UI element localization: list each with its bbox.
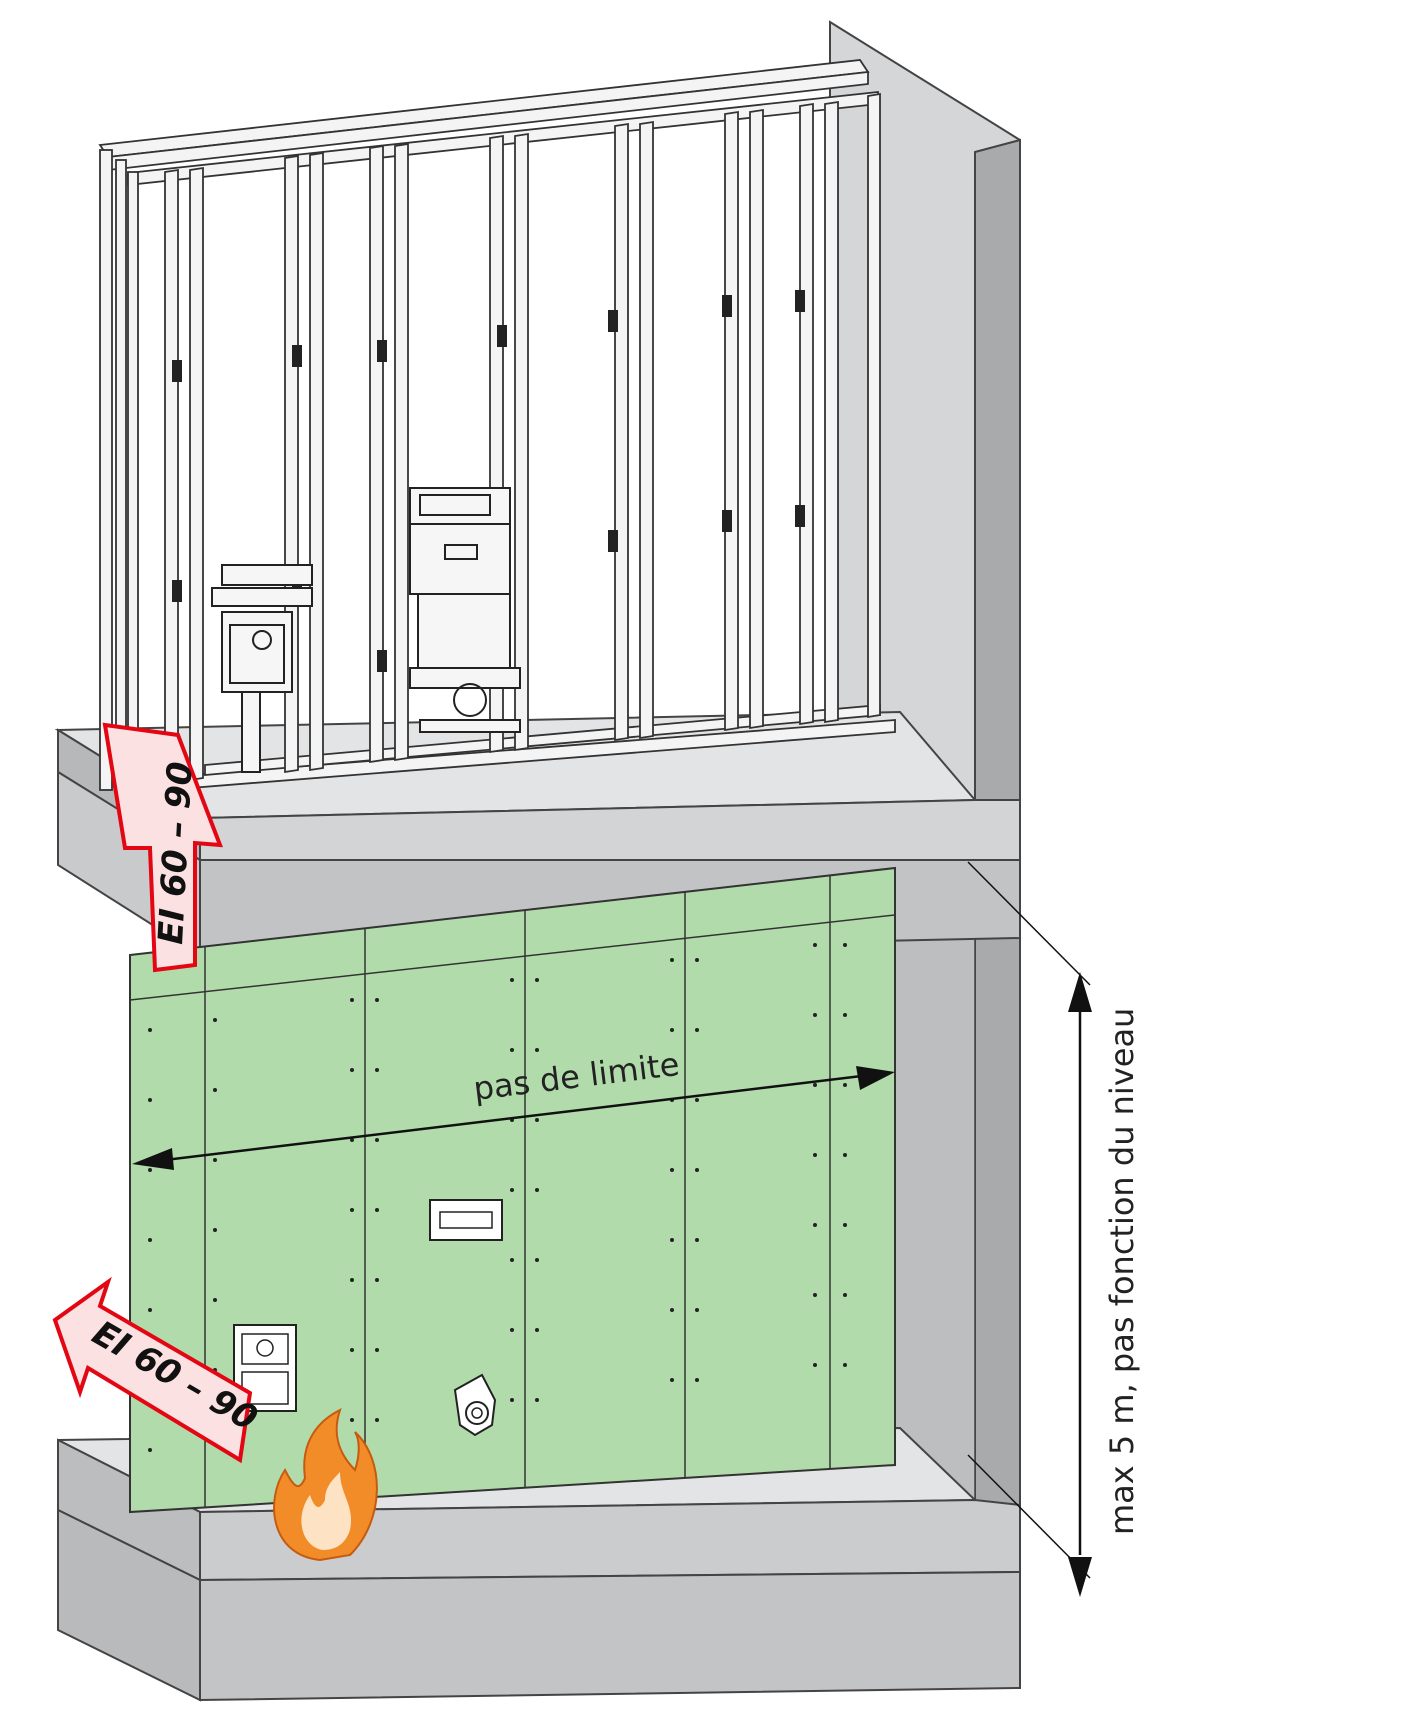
upper-rating-arrow: EI 60 – 90: [102, 722, 223, 973]
height-dimension: max 5 m, pas fonction du niveau: [967, 861, 1141, 1597]
drain-outlet: [453, 1373, 497, 1437]
flame-icon: [273, 1408, 378, 1562]
height-label: max 5 m, pas fonction du niveau: [1103, 1008, 1141, 1535]
toilet-cistern-module: [409, 487, 521, 733]
washbasin-module: [211, 564, 313, 773]
green-board-wall: [129, 866, 896, 1514]
upper-rating-label: EI 60 – 90: [151, 761, 201, 946]
flush-plate: [429, 1199, 503, 1241]
